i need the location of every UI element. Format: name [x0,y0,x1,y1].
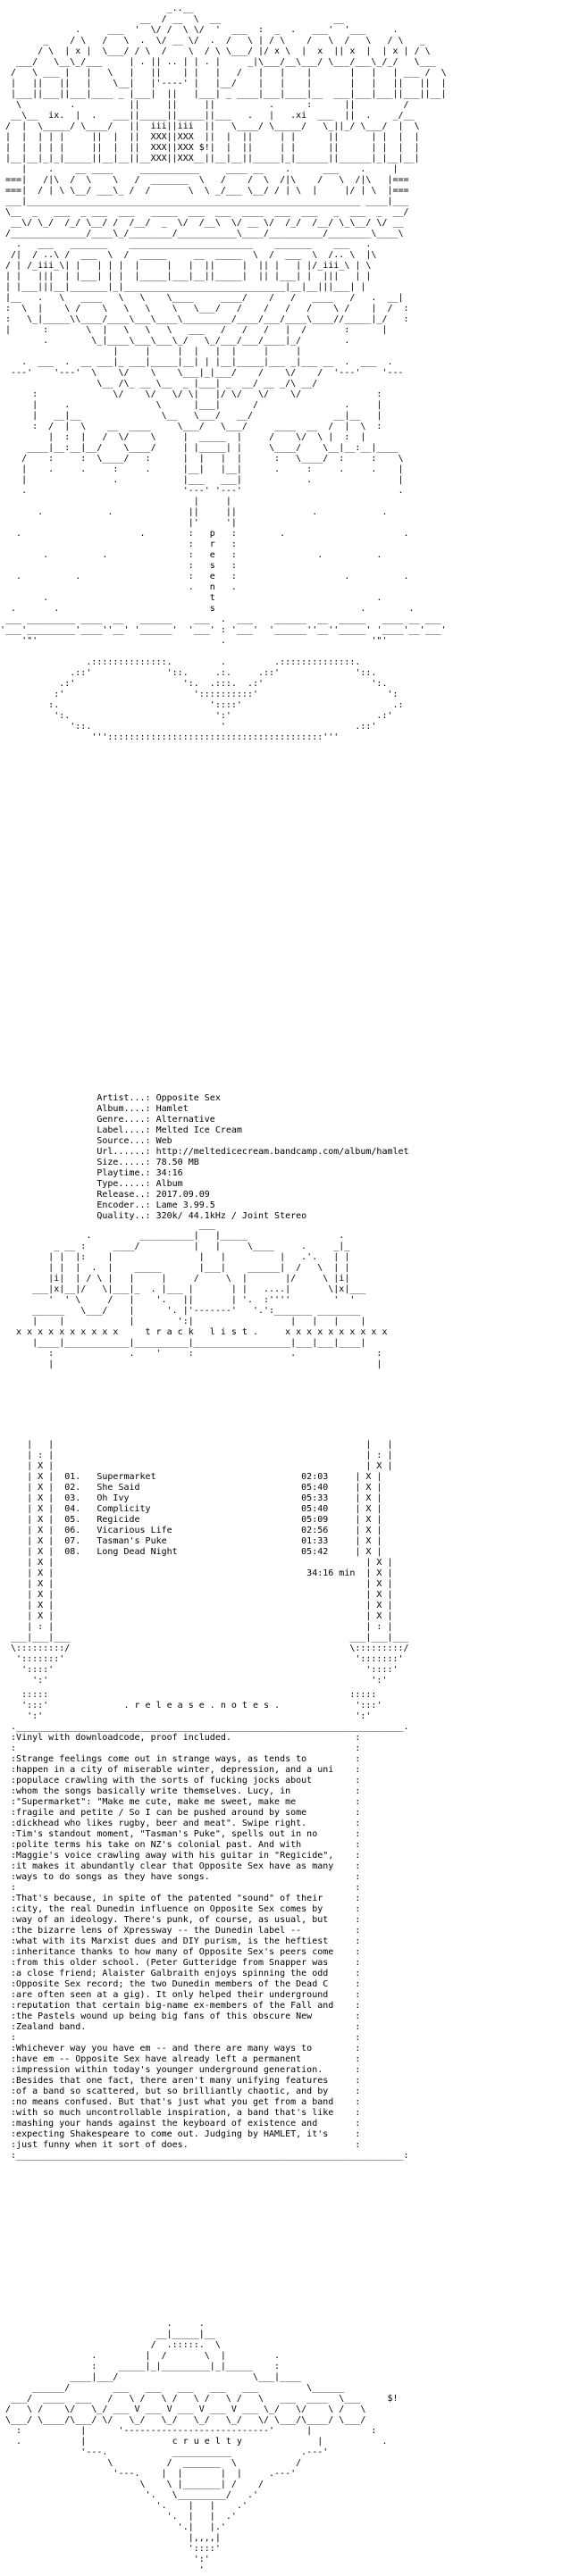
tracklist-block: | | | | | : | | : | | X | [11,1440,409,1685]
release-info-block: Artist...: Opposite Sex Album....: Hamle… [96,1093,409,1221]
tracklist-logo-art: ___ . __________| |_____ . _ __ : ____/ … [16,1220,388,1369]
header-ascii-art: _..__ __ / __ \ __ __ . ___ ' \/ / \ \/ … [0,4,447,742]
release-notes-block: ::::: ::::: ':::' . r e l e a s e . n o … [11,1690,409,2161]
footer-ascii-art: . . __|_____|__ / .:::::. \ [5,2319,399,2575]
